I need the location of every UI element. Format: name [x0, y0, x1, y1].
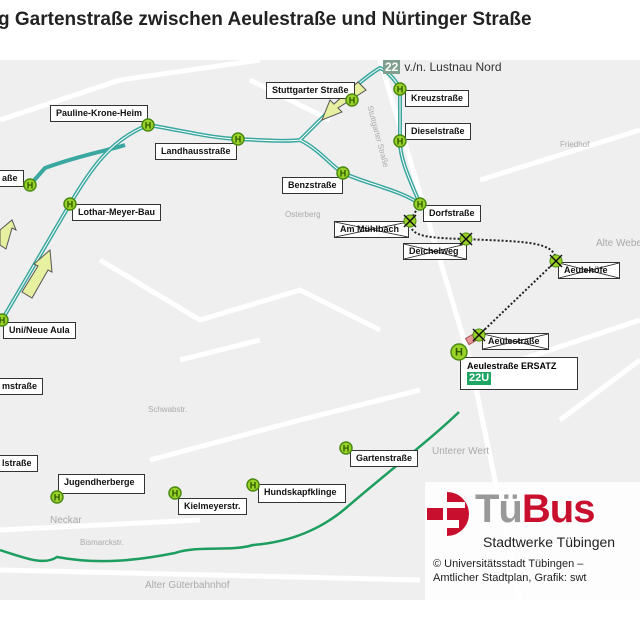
map-label: Schwabstr. — [148, 405, 188, 414]
stop-label[interactable]: Kielmeyerstr. — [178, 498, 247, 515]
page-title: g Gartenstraße zwischen Aeulestraße und … — [0, 9, 532, 30]
logo-text-tue: Tü — [475, 487, 523, 531]
map[interactable]: Osterberg Schwabstr. Unterer Wert Alte W… — [0, 60, 640, 600]
tuebus-logo: TüBus Stadtwerke Tübingen © Universitäts… — [425, 482, 640, 600]
diverted-route-line — [0, 411, 460, 563]
stop-label[interactable]: lstraße — [0, 455, 38, 472]
stop-label[interactable]: Hundskapfklinge — [258, 484, 346, 503]
stop-label[interactable]: Kreuzstraße — [405, 90, 470, 107]
map-label: Unterer Wert — [432, 446, 490, 457]
arrow-icon — [21, 248, 53, 299]
stop-label[interactable]: Jugendherberge — [58, 474, 145, 494]
map-label: Bismarckstr. — [80, 538, 124, 547]
stop-label[interactable]: Uni/Neue Aula — [3, 322, 76, 339]
direction-arrows — [0, 81, 367, 299]
bus-logo-icon — [427, 492, 469, 536]
cancelled-stop-label: Aeulestraße — [482, 333, 549, 350]
stop-label[interactable]: Benzstraße — [282, 177, 343, 194]
copyright-line: Amtlicher Stadtplan, Grafik: swt — [433, 572, 587, 584]
line-direction: v./n. Lustnau Nord — [404, 60, 502, 74]
line-badge-22u: 22U — [467, 372, 492, 385]
cancelled-route-dotted — [408, 203, 558, 336]
stop-label[interactable]: Stuttgarter Straße — [266, 82, 355, 99]
stop-label[interactable]: Pauline-Krone-Heim — [50, 105, 149, 122]
logo-subtitle: Stadtwerke Tübingen — [483, 534, 616, 550]
stop-label[interactable]: Landhausstraße — [155, 143, 237, 160]
logo-text-bus: Bus — [521, 487, 596, 531]
map-label: Neckar — [50, 515, 82, 526]
line-badge: 22 — [383, 60, 401, 74]
stop-label[interactable]: Lothar-Meyer-Bau — [72, 204, 162, 221]
map-label: Alte Weberei — [596, 238, 640, 249]
map-label: Alter Güterbahnhof — [145, 580, 230, 591]
replacement-stop-name: Aeulestraße ERSATZ — [467, 361, 557, 371]
stop-label[interactable]: aße — [0, 170, 24, 187]
map-label: Osterberg — [285, 210, 321, 219]
arrow-icon — [0, 219, 17, 250]
cancelled-stop-label: Am Mühlbach — [334, 221, 409, 238]
cancelled-stop-label: Deichelweg — [403, 243, 467, 260]
copyright-line: © Universitätsstadt Tübingen – — [433, 558, 584, 570]
stop-label[interactable]: Gartenstraße — [350, 450, 419, 467]
map-label: Friedhof — [560, 140, 590, 149]
cancelled-stop-label: Aeulehöfe — [558, 262, 620, 279]
stop-label[interactable]: Dieselstraße — [405, 123, 471, 140]
stop-label[interactable]: mstraße — [0, 378, 44, 395]
stop-label[interactable]: Dorfstraße — [423, 205, 481, 222]
